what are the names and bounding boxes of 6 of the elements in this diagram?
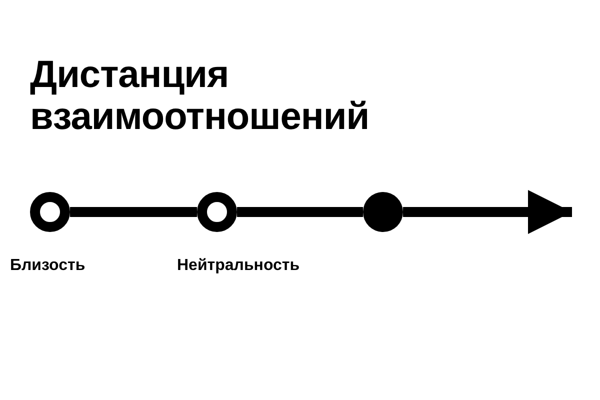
point-caption: Нейтральность (177, 257, 300, 275)
line (70, 207, 197, 217)
line (237, 207, 363, 217)
point-caption: Близость (10, 257, 86, 275)
diagram-title: Дистанция взаимоотношений (30, 54, 370, 138)
arrow (403, 190, 572, 234)
